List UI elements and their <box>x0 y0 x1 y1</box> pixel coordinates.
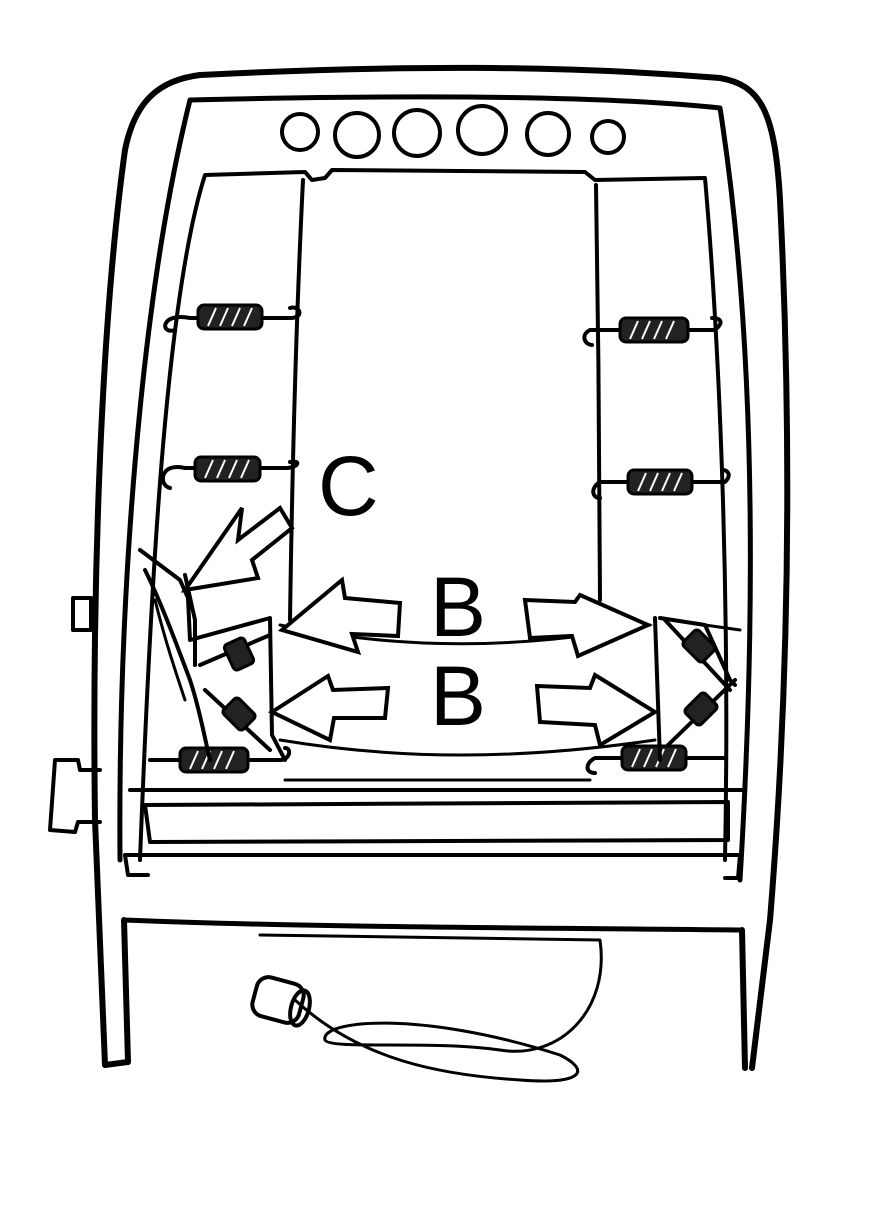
spring-right-1 <box>582 316 723 347</box>
spring-right-3 <box>585 744 727 775</box>
arrow-b-lower-left <box>267 672 391 743</box>
hole-2 <box>333 111 381 159</box>
lumbar-mechanism-right <box>653 616 742 762</box>
bottom-rail <box>123 788 747 880</box>
adjuster-knob-lower <box>48 758 102 834</box>
spring-right-2 <box>591 468 731 500</box>
spring-left-2 <box>160 455 300 490</box>
arrow-b-upper-left <box>277 576 403 655</box>
hole-3 <box>392 108 442 158</box>
hole-6 <box>590 119 626 155</box>
inner-frame <box>117 94 753 883</box>
spring-left-3 <box>148 746 292 774</box>
outer-frame <box>91 64 791 1071</box>
holes-row <box>280 104 626 159</box>
lumbar-mechanism-left <box>138 548 287 762</box>
hole-4 <box>456 104 508 156</box>
hole-5 <box>525 111 571 157</box>
spring-left-1 <box>163 303 302 333</box>
lumbar-paddle-lower <box>278 738 657 757</box>
adjuster-knob-upper <box>71 596 93 632</box>
right-support-wire <box>594 183 602 602</box>
left-support-wire <box>288 178 305 622</box>
cable-with-connector <box>250 933 603 1083</box>
back-panel-opening <box>138 168 729 862</box>
arrow-b-lower-right <box>534 672 659 749</box>
lower-frame-edge <box>121 917 745 933</box>
arrow-c <box>180 505 295 593</box>
label-b-upper: B <box>430 560 486 654</box>
label-b-lower: B <box>430 649 486 743</box>
label-c: C <box>318 439 379 533</box>
arrow-b-upper-right <box>522 592 653 659</box>
hole-1 <box>280 112 320 152</box>
